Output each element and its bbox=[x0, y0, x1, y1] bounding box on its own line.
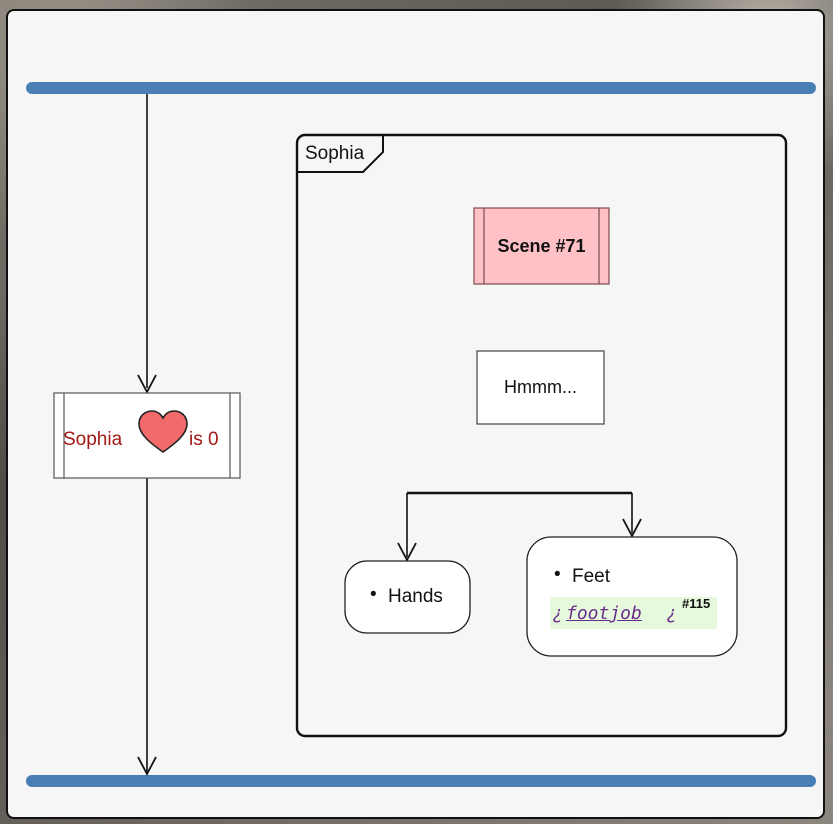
tag-highlight bbox=[550, 597, 717, 629]
say-box-frame bbox=[476, 350, 605, 425]
choice-bullet: • bbox=[370, 584, 377, 605]
partition-label: Sophia bbox=[305, 143, 365, 164]
arrowhead bbox=[622, 518, 642, 538]
tag-close-mark: ¿ bbox=[666, 603, 677, 624]
variable-name: Sophia bbox=[63, 429, 123, 450]
tag-link-footjob[interactable]: footjob bbox=[566, 603, 642, 624]
choice-label-feet[interactable]: Feet bbox=[572, 566, 611, 587]
variable-suffix: is 0 bbox=[189, 429, 219, 450]
partition-tab bbox=[297, 135, 384, 173]
say-label: Hmmm... bbox=[504, 377, 577, 397]
tag-reference: #115 bbox=[682, 596, 711, 611]
arrowhead bbox=[397, 542, 417, 562]
variable-box-frame bbox=[53, 392, 241, 479]
tag-open-mark: ¿ bbox=[552, 603, 563, 624]
scene-label: Scene #71 bbox=[497, 235, 586, 256]
heart-icon bbox=[138, 410, 188, 453]
choice-bullet: • bbox=[554, 564, 561, 585]
arrowhead bbox=[137, 756, 157, 776]
choice-label-hands[interactable]: Hands bbox=[388, 586, 443, 607]
choice-box-hands[interactable] bbox=[344, 560, 471, 634]
partition-frame bbox=[295, 133, 788, 738]
arrowhead bbox=[137, 374, 157, 394]
scene-box-frame bbox=[473, 207, 610, 285]
